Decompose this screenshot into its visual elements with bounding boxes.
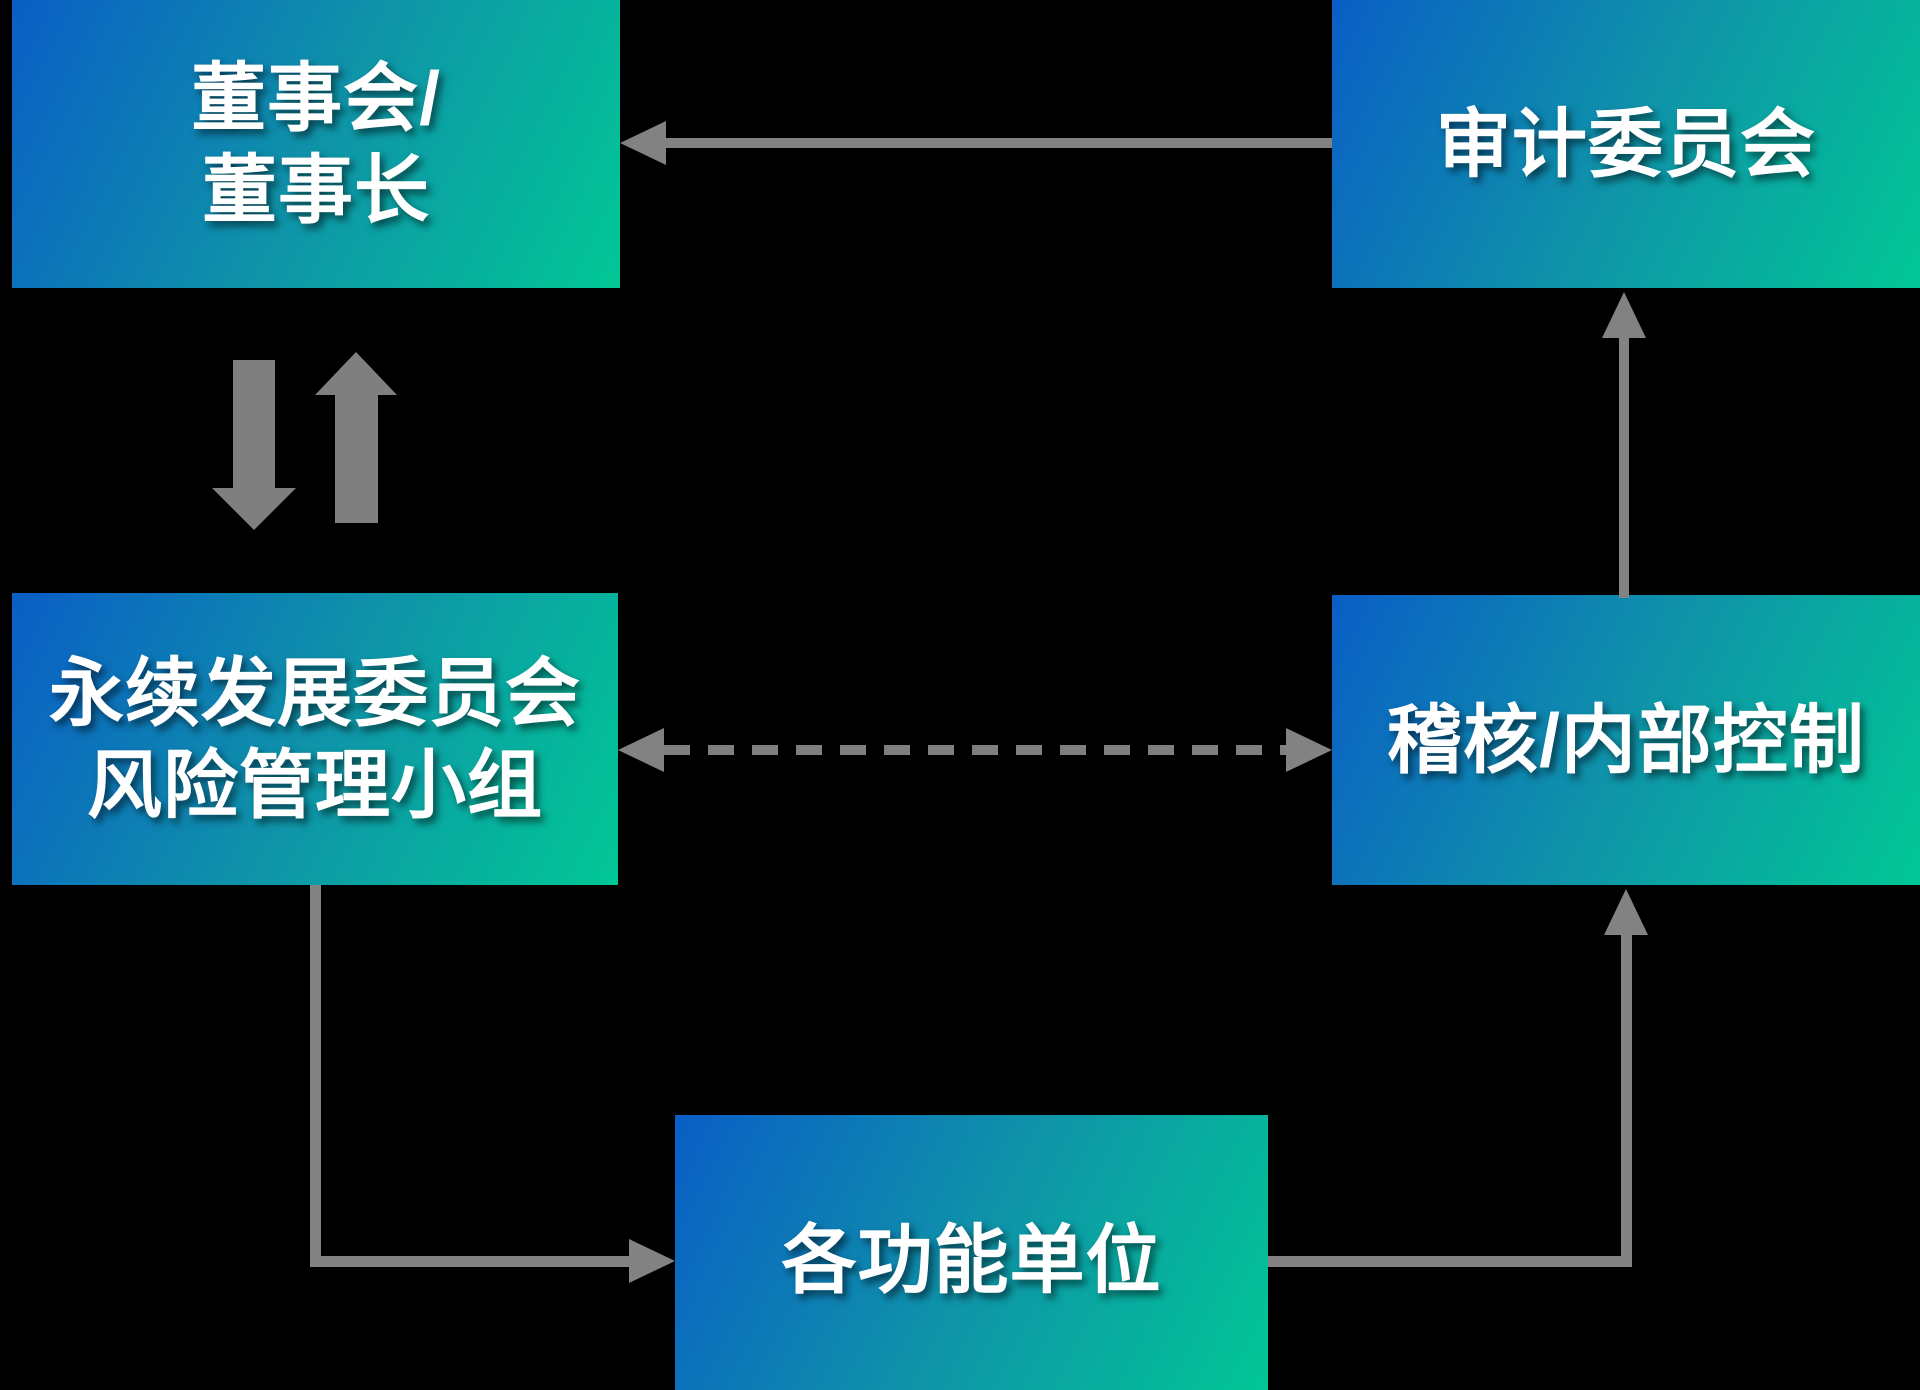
arrow-internal-to-audit-shaft bbox=[1619, 336, 1629, 598]
node-audit-committee-label: 审计委员会 bbox=[1435, 102, 1816, 186]
node-esg-committee-line-2: 风险管理小组 bbox=[86, 743, 543, 827]
arrow-esg-to-board-shaft bbox=[335, 395, 378, 523]
node-board: 董事会/ 董事长 bbox=[12, 0, 620, 288]
arrow-esg-to-units-head-icon bbox=[629, 1239, 675, 1283]
arrow-esg-to-units-horizontal-shaft bbox=[310, 1256, 635, 1267]
arrow-units-to-internal-horizontal-shaft bbox=[1268, 1256, 1632, 1267]
arrow-units-to-internal-head-icon bbox=[1604, 889, 1648, 935]
arrow-esg-internal-right-head-icon bbox=[1286, 728, 1332, 772]
node-audit-committee: 审计委员会 bbox=[1332, 0, 1920, 288]
node-functional-units-label: 各功能单位 bbox=[781, 1218, 1162, 1302]
node-board-line-2: 董事长 bbox=[201, 148, 430, 232]
arrow-board-to-esg-shaft bbox=[233, 360, 275, 488]
arrow-esg-to-units-vertical-shaft bbox=[310, 885, 321, 1267]
arrow-esg-internal-dashed-shaft bbox=[664, 745, 1286, 755]
node-functional-units: 各功能单位 bbox=[675, 1115, 1268, 1390]
arrow-internal-to-audit-head-icon bbox=[1602, 292, 1646, 338]
node-internal-control: 稽核/内部控制 bbox=[1332, 595, 1920, 885]
arrow-esg-internal-left-head-icon bbox=[618, 728, 664, 772]
arrow-board-to-esg-head-icon bbox=[212, 488, 296, 530]
node-internal-control-label: 稽核/内部控制 bbox=[1387, 698, 1865, 782]
arrow-esg-to-board-head-icon bbox=[315, 352, 397, 395]
node-board-line-1: 董事会/ bbox=[191, 56, 441, 140]
arrow-audit-to-board-head-icon bbox=[620, 121, 666, 165]
node-esg-committee: 永续发展委员会 风险管理小组 bbox=[12, 593, 618, 885]
arrow-units-to-internal-vertical-shaft bbox=[1621, 933, 1632, 1267]
arrow-audit-to-board-shaft bbox=[664, 138, 1332, 148]
node-esg-committee-line-1: 永续发展委员会 bbox=[48, 651, 581, 735]
